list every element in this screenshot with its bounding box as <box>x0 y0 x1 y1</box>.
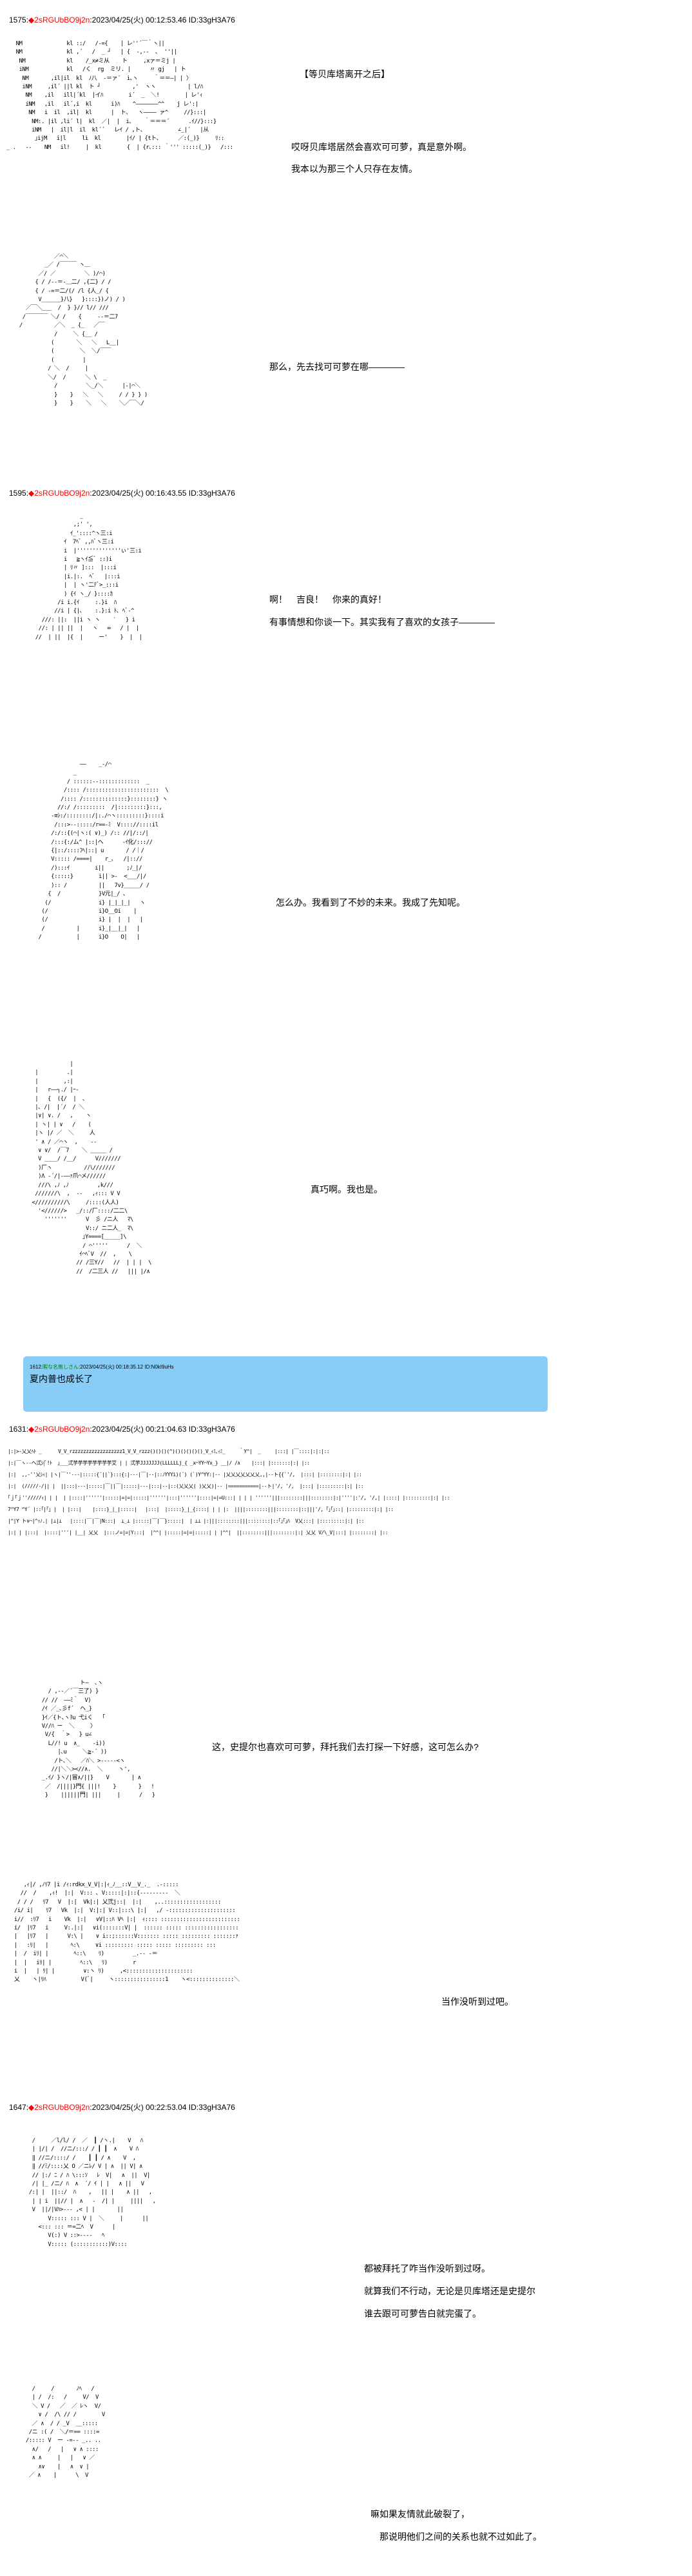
ascii-art-panel-7: ト― ､ヽ / ,‐‐／´￣三了) } // // ――ﾐ｀ V) /ｲ ／_､… <box>41 1680 155 1799</box>
caption-line: 真巧啊。我也是。 <box>311 1184 383 1195</box>
caption-line: 当作没听到过吧。 <box>441 1996 514 2007</box>
caption-line: 就算我们不行动，无论是贝库塔还是史提尔 <box>364 2286 535 2296</box>
caption-line: 都被拜托了咋当作没听到过呀。 <box>364 2263 490 2274</box>
trip-diamond-icon: ◆ <box>28 2103 35 2112</box>
post-number: 1595 <box>9 489 26 498</box>
ascii-art-panel-8: ,ｨ|/ ,ﾉﾘ7 |i /ｨ:rdkx_V_V|:|ｨ_ﾉ__::V__V_.… <box>14 1882 240 1984</box>
comment-author: 暇な名無しさん <box>43 1364 79 1370</box>
post-header-1595: 1595:◆2sRGUbBO9j2n:2023/04/25(火) 00:16:4… <box>9 489 235 498</box>
post-number: 1575 <box>9 15 26 24</box>
comment-header: 1612:暇な名無しさん:2023/04/25(火) 00:18:35.12 I… <box>30 1364 174 1370</box>
caption-line: 怎么办。我看到了不妙的未来。我成了先知呢。 <box>276 897 465 908</box>
trip-diamond-icon: ◆ <box>28 1425 35 1434</box>
ascii-art-panel-3: _ ,;' ', ｲ_'::::^ヽ三:i ｲ 7ﾍﾞ ,,ﾊﾞヽ三:i i |… <box>35 513 142 641</box>
post-meta: :2023/04/25(火) 00:21:04.63 ID:33gH3A76 <box>90 1425 235 1434</box>
caption-scene-title: 【等贝库塔离开之后】 <box>300 69 390 79</box>
comment-meta: :2023/04/25(火) 00:18:35.12 ID:N0kI9uHs <box>79 1364 174 1370</box>
caption-line: 啊！ 吉良！ 你来的真好！ <box>269 594 387 605</box>
post-meta: :2023/04/25(火) 00:12:53.46 ID:33gH3A76 <box>90 15 235 24</box>
caption-line: 那么，先去找可可萝在哪———— <box>269 362 405 372</box>
caption-line: 这，史提尔也喜欢可可萝，拜托我们去打探一下好感，这可怎么办? <box>212 1742 479 1752</box>
post-header-1647: 1647:◆2sRGUbBO9j2n:2023/04/25(火) 00:22:5… <box>9 2103 235 2112</box>
tripcode: 2sRGUbBO9j2n <box>34 2103 90 2112</box>
comment-number: 1612 <box>30 1364 41 1370</box>
ascii-art-panel-2: ／⌒＼ _／ /￣￣￣ ヽ＿ ／/ ／ ＼ )/⌒) { / /‐‐＝-＿二/ … <box>19 253 148 407</box>
post-number: 1647 <box>9 2103 26 2112</box>
caption-line: 有事情想和你谈一下。其实我有了喜欢的女孩子———— <box>269 617 495 627</box>
post-number: 1631 <box>9 1425 26 1434</box>
ascii-art-panel-10: / / ﾉﾍ / | / /: / V/ V ＼ V / ／ ／ ﾚヽ V/ ∨… <box>25 2386 105 2479</box>
tripcode: 2sRGUbBO9j2n <box>34 1425 90 1434</box>
caption-line: 嘛如果友情就此破裂了， <box>370 2509 470 2519</box>
ascii-art-panel-5: | | .| | ,:| | r――┐./ |ｰ- | { ({/ | ､ |､… <box>32 1061 151 1275</box>
caption-line: 那说明他们之间的关系也就不过如此了。 <box>370 2532 542 2542</box>
caption-line: 我本以为那三个人只存在友情。 <box>291 164 418 174</box>
ascii-art-panel-6-crowd: |:|≻-乂乂ﾍﾄ _ V_V_rzzzzzzzzzzzzzzzzzz1_V_V… <box>8 1449 450 1536</box>
post-meta: :2023/04/25(火) 00:22:53.04 ID:33gH3A76 <box>90 2103 235 2112</box>
reader-comment-box: 1612:暇な名無しさん:2023/04/25(火) 00:18:35.12 I… <box>23 1356 548 1412</box>
tripcode: 2sRGUbBO9j2n <box>34 489 90 498</box>
caption-line: 谁去跟可可萝告白就完蛋了。 <box>364 2308 481 2319</box>
post-header-1575: 1575:◆2sRGUbBO9j2n:2023/04/25(火) 00:12:5… <box>9 15 235 24</box>
comment-body: 夏内普也成长了 <box>30 1374 93 1384</box>
ascii-art-panel-4: ―― _-/⌒ _ / ::::::--::::::::::::: _ /:::… <box>38 761 169 941</box>
tripcode: 2sRGUbBO9j2n <box>34 15 90 24</box>
ascii-art-panel-9: / ／l/l/ / ／ ┃ /ヽ.| V ﾊ | |/| / //ニ/:::/ … <box>28 2138 156 2248</box>
trip-diamond-icon: ◆ <box>28 489 35 498</box>
trip-diamond-icon: ◆ <box>28 15 35 24</box>
caption-line: 哎呀贝库塔居然会喜欢可可萝，真是意外啊。 <box>291 142 472 152</box>
post-meta: :2023/04/25(火) 00:16:43.55 ID:33gH3A76 <box>90 489 235 498</box>
post-header-1631: 1631:◆2sRGUbBO9j2n:2023/04/25(火) 00:21:0… <box>9 1425 235 1434</box>
ascii-art-panel-1: NM kl ::/ /-={ | レ''´￣｀ヽ|| NM kl ,´ / _ … <box>6 41 233 151</box>
